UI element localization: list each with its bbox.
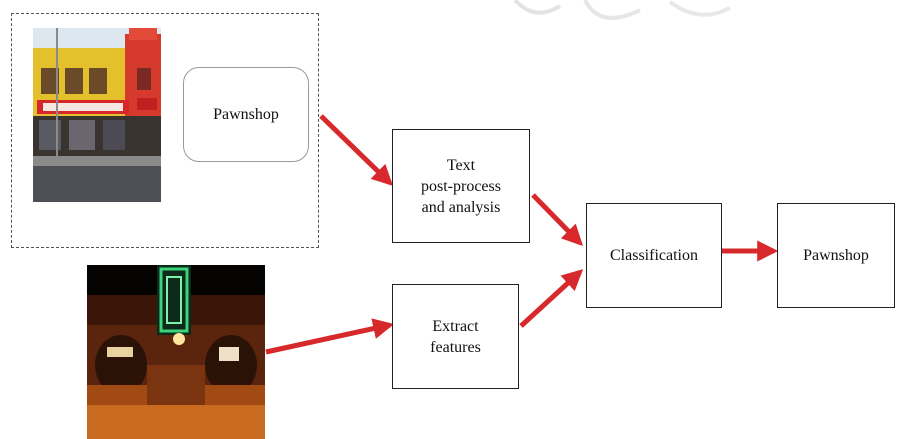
input-image-frame <box>11 13 319 248</box>
text-postprocess-label: Text post-process and analysis <box>421 156 501 216</box>
output-label: Pawnshop <box>803 247 869 264</box>
daytime-storefront-photo <box>33 28 161 202</box>
ocr-result-box: Pawnshop <box>183 67 309 162</box>
output-box: Pawnshop <box>777 203 895 308</box>
text-postprocess-box: Text post-process and analysis <box>392 129 530 243</box>
arrow-ocr-to-text <box>319 114 394 186</box>
night-storefront-photo <box>87 265 265 439</box>
watermark-logo <box>513 0 731 20</box>
arrow-extract-to-classification <box>519 269 584 328</box>
extract-features-box: Extract features <box>392 284 519 389</box>
ocr-result-label: Pawnshop <box>213 106 279 123</box>
extract-features-label: Extract features <box>430 317 481 356</box>
classification-box: Classification <box>586 203 722 308</box>
classification-label: Classification <box>610 247 698 264</box>
arrow-text-to-classification <box>531 193 583 247</box>
arrow-image-to-extract <box>265 318 395 355</box>
